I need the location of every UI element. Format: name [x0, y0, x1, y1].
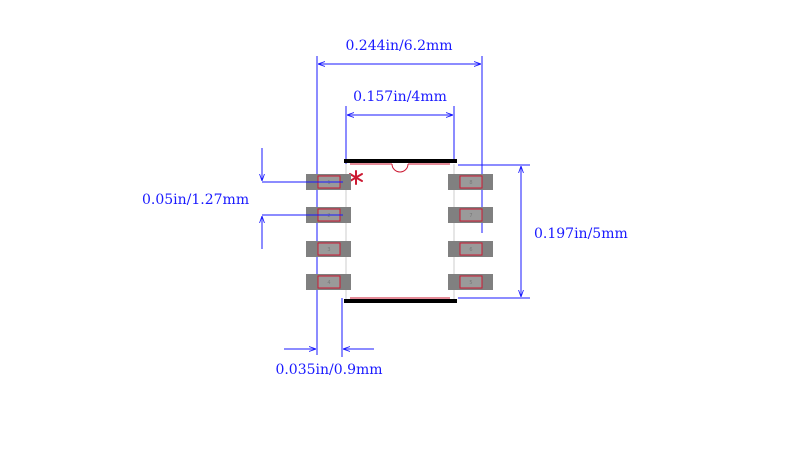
pad-number: 1 [327, 180, 330, 186]
pad-number: 5 [469, 280, 472, 286]
pad-number: 6 [469, 247, 472, 253]
pad-number: 7 [469, 213, 472, 219]
left-pads: 1 2 3 4 [306, 174, 351, 290]
pad-number: 2 [327, 213, 330, 219]
pad-5: 5 [448, 274, 493, 290]
pitch-leaders [300, 181, 343, 216]
right-pads: 8 7 6 5 [448, 174, 493, 290]
pad-4: 4 [306, 274, 351, 290]
pitch-label: 0.05in/1.27mm [142, 192, 249, 208]
body-length-label: 0.197in/5mm [534, 226, 628, 242]
overall-width-dimension [316, 56, 483, 355]
body-width-dimension [345, 106, 455, 262]
pad-8: 8 [448, 174, 493, 190]
pitch-dimension [262, 148, 343, 249]
pin1-marker-icon [349, 170, 363, 185]
pad-width-dimension [284, 298, 374, 357]
body-width-label: 0.157in/4mm [353, 89, 447, 105]
pad-6: 6 [448, 241, 493, 257]
pad-number: 3 [327, 247, 330, 253]
pad-number: 8 [469, 180, 472, 186]
pad-3: 3 [306, 241, 351, 257]
pad-width-label: 0.035in/0.9mm [275, 362, 382, 378]
pin1-notch [391, 163, 409, 173]
body-length-dimension [458, 164, 530, 299]
pad-7: 7 [448, 207, 493, 223]
pad-number: 4 [327, 280, 330, 286]
overall-width-label: 0.244in/6.2mm [345, 38, 452, 54]
